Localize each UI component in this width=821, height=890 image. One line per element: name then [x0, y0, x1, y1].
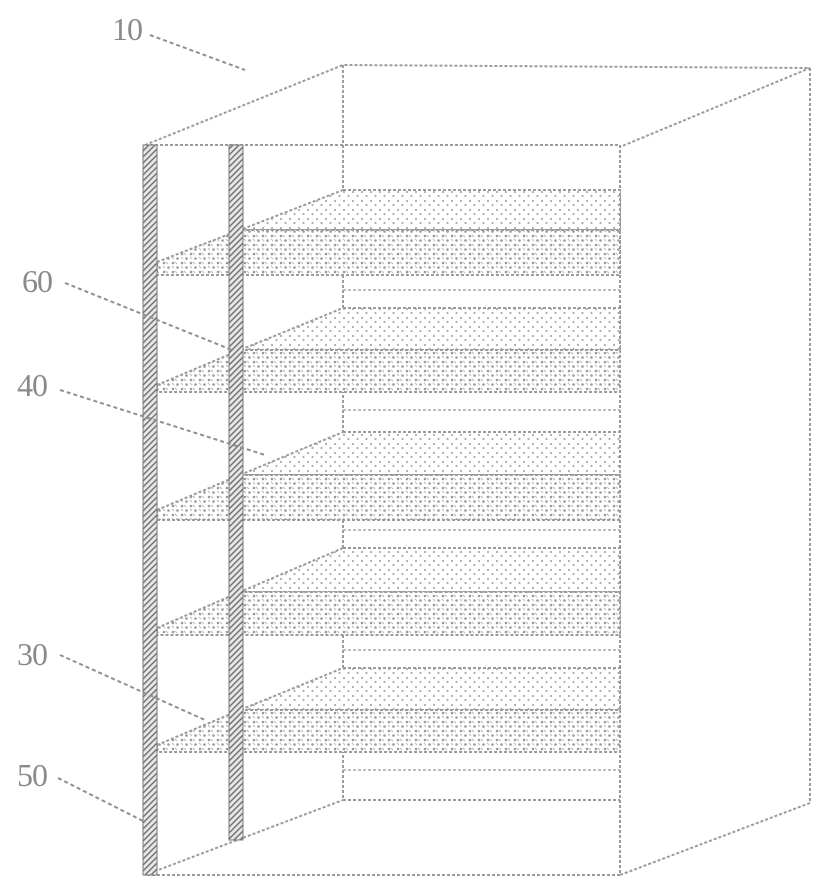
shelf-stack — [156, 189, 621, 753]
shelf-5 — [156, 667, 621, 753]
label-30: 30 — [17, 636, 47, 672]
leader-lines — [57, 34, 266, 823]
label-40: 40 — [17, 367, 47, 403]
shelf-4 — [156, 547, 621, 636]
shelf-3 — [156, 431, 621, 521]
label-60: 60 — [22, 263, 52, 299]
label-10: 10 — [112, 11, 142, 47]
compartment-lines — [343, 289, 620, 771]
cabinet-outline — [144, 63, 811, 876]
side-wall-post — [142, 144, 158, 876]
label-50: 50 — [17, 757, 47, 793]
shelf-2 — [156, 307, 621, 393]
shelf-1 — [156, 189, 621, 276]
inner-post — [228, 144, 244, 841]
